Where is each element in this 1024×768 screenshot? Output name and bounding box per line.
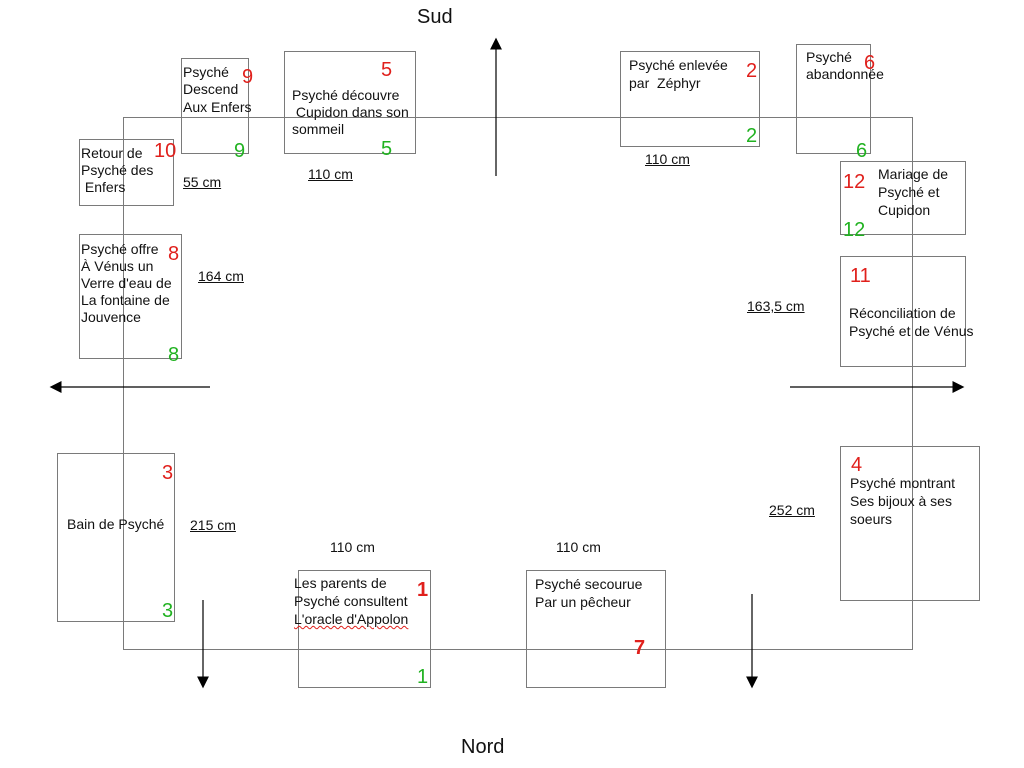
panel-6-red-number: 6 [864,52,876,74]
panel-12-line-3: Cupidon [878,202,931,218]
panel-5-red-number: 5 [381,59,393,81]
panel-5-line-1: Psyché découvre [292,87,400,103]
panel-12-red-number: 12 [843,171,866,193]
panel-9-red-number: 9 [242,66,254,88]
panel-5: 5 Psyché découvre Cupidon dans son somme… [284,51,416,159]
panel-12-line-2: Psyché et [878,184,940,200]
dimension-bottom-left: 110 cm [330,539,375,555]
panel-2: Psyché enlevée par Zéphyr 2 2 [620,51,760,147]
panel-3-line-1: Bain de Psyché [67,516,165,532]
panel-3-red-number: 3 [162,462,174,484]
dimension-right-252: 252 cm [769,502,815,518]
panel-8-green-number: 8 [168,344,180,366]
panel-7: Psyché secourue Par un pêcheur 7 [526,570,666,688]
dimension-right-163: 163,5 cm [747,298,805,314]
panel-2-line-2: par Zéphyr [629,75,701,91]
panel-6-green-number: 6 [856,140,868,162]
panel-7-red-number: 7 [634,637,646,659]
panel-4-line-1: Psyché montrant [850,475,956,491]
panel-5-line-3: sommeil [292,121,345,137]
panel-8-red-number: 8 [168,243,180,265]
panel-7-line-1: Psyché secourue [535,576,643,592]
panel-9-line-2: Descend [183,81,239,97]
panel-1-red-number: 1 [417,579,429,601]
panel-8-line-1: Psyché offre [81,241,159,257]
panel-12-green-number: 12 [843,219,866,241]
panel-5-green-number: 5 [381,138,393,160]
panel-11-red-number: 11 [850,265,871,287]
panel-4: 4 Psyché montrant Ses bijoux à ses soeur… [840,446,980,601]
panel-2-red-number: 2 [746,60,758,82]
room-outline [123,117,913,650]
direction-south: Sud [417,6,453,28]
panel-3-green-number: 3 [162,600,174,622]
panel-10: Retour de Psyché des Enfers 10 [79,139,177,206]
panel-3: Bain de Psyché 3 3 [57,453,175,622]
panel-8-line-3: Verre d'eau de [81,275,172,291]
panel-10-line-1: Retour de [81,145,143,161]
panel-1-green-number: 1 [417,666,429,688]
dimension-left-164: 164 cm [198,268,244,284]
panel-8: Psyché offre À Vénus un Verre d'eau de L… [79,234,182,365]
panel-9-line-3: Aux Enfers [183,99,252,115]
panel-1-line-2: Psyché consultent [294,593,408,609]
panel-7-line-2: Par un pêcheur [535,594,631,610]
dimension-bottom-right: 110 cm [556,539,601,555]
panel-4-line-3: soeurs [850,511,893,527]
panel-5-line-2: Cupidon dans son [292,104,409,120]
panel-6: Psyché abandonnée 6 6 [796,44,884,161]
panel-11: 11 Réconciliation de Psyché et de Vénus [840,256,974,367]
dimension-left-55: 55 cm [183,174,222,190]
panel-10-red-number: 10 [154,140,177,162]
direction-north: Nord [461,736,505,758]
panel-6-line-1: Psyché [806,49,852,65]
panel-4-line-2: Ses bijoux à ses [850,493,952,509]
panel-9-green-number: 9 [234,140,246,162]
panel-10-line-3: Enfers [81,179,126,195]
panel-1-line-1: Les parents de [294,575,387,591]
dimension-top-left: 110 cm [308,166,353,182]
panel-9: Psyché Descend Aux Enfers 9 9 [181,58,253,161]
panel-8-line-2: À Vénus un [81,258,154,274]
panel-6-line-2: abandonnée [806,66,884,82]
panel-10-line-2: Psyché des [81,162,154,178]
panel-1: Les parents de Psyché consultent L'oracl… [294,570,431,688]
panel-2-green-number: 2 [746,125,758,147]
panel-8-line-5: Jouvence [81,309,141,325]
dimension-top-right: 110 cm [645,151,690,167]
panel-11-line-2: Psyché et de Vénus [849,323,974,339]
panel-12: 12 Mariage de Psyché et Cupidon 12 [840,161,966,240]
dimension-left-215: 215 cm [190,517,236,533]
panel-8-line-4: La fontaine de [81,292,170,308]
panel-12-line-1: Mariage de [878,166,949,182]
panel-11-line-1: Réconciliation de [849,305,956,321]
panel-1-line-3: L'oracle d'Appolon [294,611,409,627]
panel-9-line-1: Psyché [183,64,229,80]
panel-4-red-number: 4 [851,454,863,476]
panel-2-line-1: Psyché enlevée [629,57,728,73]
